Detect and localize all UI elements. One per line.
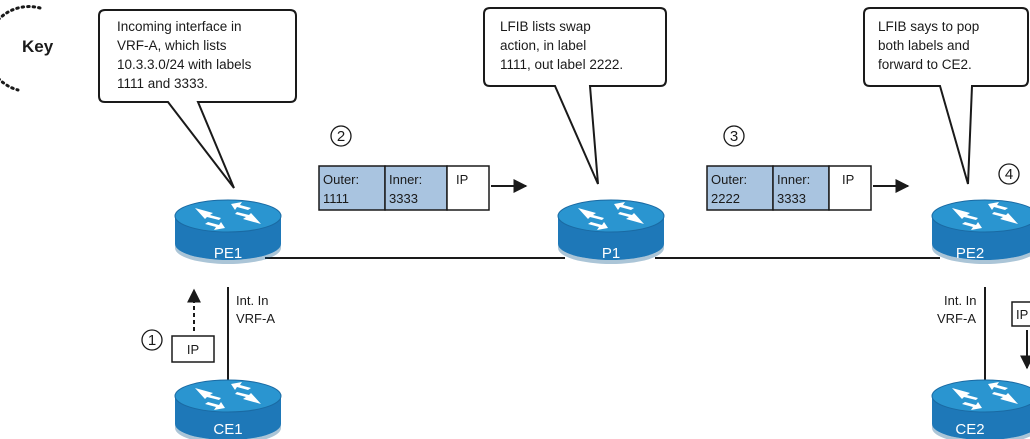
packet-step4: IP xyxy=(1011,301,1030,370)
packet-step3-inner-label-cell xyxy=(772,165,830,211)
packet-step3-inner-value: 3333 xyxy=(777,191,806,206)
packet-step2-inner-label-cell xyxy=(384,165,448,211)
packet-step3-outer-value: 2222 xyxy=(711,191,740,206)
router-pe1: PE1 xyxy=(174,199,282,265)
router-p1: P1 xyxy=(557,199,665,265)
callout-pe1: Incoming interface in VRF-A, which lists… xyxy=(98,9,297,189)
interface-label-pe1: Int. In VRF-A xyxy=(236,293,275,326)
step-1-number: 1 xyxy=(148,332,156,349)
svg-text:LFIB lists swap action,: LFIB lists swap action, in label 1111, o… xyxy=(500,19,623,72)
packet-step3-ip-cell xyxy=(828,165,872,211)
callout-pe1-line: VRF-A, which lists xyxy=(117,38,227,53)
step-3: 3 xyxy=(723,125,745,147)
packet-step2-outer-label: Outer: xyxy=(323,172,359,187)
router-ce1-label: CE1 xyxy=(213,421,242,438)
key-label: Key xyxy=(22,37,54,56)
router-p1-label: P1 xyxy=(602,245,620,262)
router-ce2: CE2 xyxy=(931,379,1030,439)
callout-pe2-line: forward to CE2. xyxy=(878,57,972,72)
callout-pe1-line: Incoming interface in xyxy=(117,19,242,34)
interface-label-pe2: Int. In VRF-A xyxy=(937,293,980,326)
step-4: 4 xyxy=(998,163,1020,185)
links xyxy=(227,257,986,380)
svg-text:Incoming interface in VR: Incoming interface in VRF-A, which lists… xyxy=(117,19,255,91)
router-ce1: CE1 xyxy=(174,379,282,439)
callout-p1-line: LFIB lists swap xyxy=(500,19,591,34)
router-pe1-label: PE1 xyxy=(214,245,242,262)
packet-step3: Outer: 2222 Inner: 3333 IP xyxy=(706,165,910,211)
callout-pe2-line: LFIB says to pop xyxy=(878,19,979,34)
packet-step2-ip-cell xyxy=(446,165,490,211)
step-2: 2 xyxy=(330,125,352,147)
packet-step3-inner-label: Inner: xyxy=(777,172,810,187)
router-ce2-label: CE2 xyxy=(955,421,984,438)
packet-step2-ip: IP xyxy=(456,172,468,187)
packet-step1: IP xyxy=(171,288,215,363)
router-pe2: PE2 xyxy=(931,199,1030,265)
step-4-number: 4 xyxy=(1005,166,1013,183)
packet-step2-inner-label: Inner: xyxy=(389,172,422,187)
step-2-number: 2 xyxy=(337,128,345,145)
callout-p1-line: 1111, out label 2222. xyxy=(500,57,623,72)
packet-step2-inner-value: 3333 xyxy=(389,191,418,206)
packet-step1-ip: IP xyxy=(187,342,199,357)
callout-p1-line: action, in label xyxy=(500,38,586,53)
callout-p1: LFIB lists swap action, in label 1111, o… xyxy=(483,7,667,185)
step-3-number: 3 xyxy=(730,128,738,145)
callout-pe1-line: 1111 and 3333. xyxy=(117,76,208,91)
packet-step2-outer-value: 1111 xyxy=(323,191,349,206)
svg-text:LFIB says to pop both la: LFIB says to pop both labels and forward… xyxy=(878,19,983,72)
packet-step4-ip: IP xyxy=(1016,307,1028,322)
callout-pe2: LFIB says to pop both labels and forward… xyxy=(863,7,1029,185)
packet-step2-outer-label-cell xyxy=(318,165,386,211)
router-pe2-label: PE2 xyxy=(956,245,984,262)
packet-step3-outer-label: Outer: xyxy=(711,172,747,187)
step-1: 1 xyxy=(141,329,163,351)
key-badge: Key xyxy=(0,5,54,92)
packet-step3-ip: IP xyxy=(842,172,854,187)
packet-step2: Outer: 1111 Inner: 3333 IP xyxy=(318,165,528,211)
callout-pe2-line: both labels and xyxy=(878,38,970,53)
callout-pe1-line: 10.3.3.0/24 with labels xyxy=(117,57,252,72)
